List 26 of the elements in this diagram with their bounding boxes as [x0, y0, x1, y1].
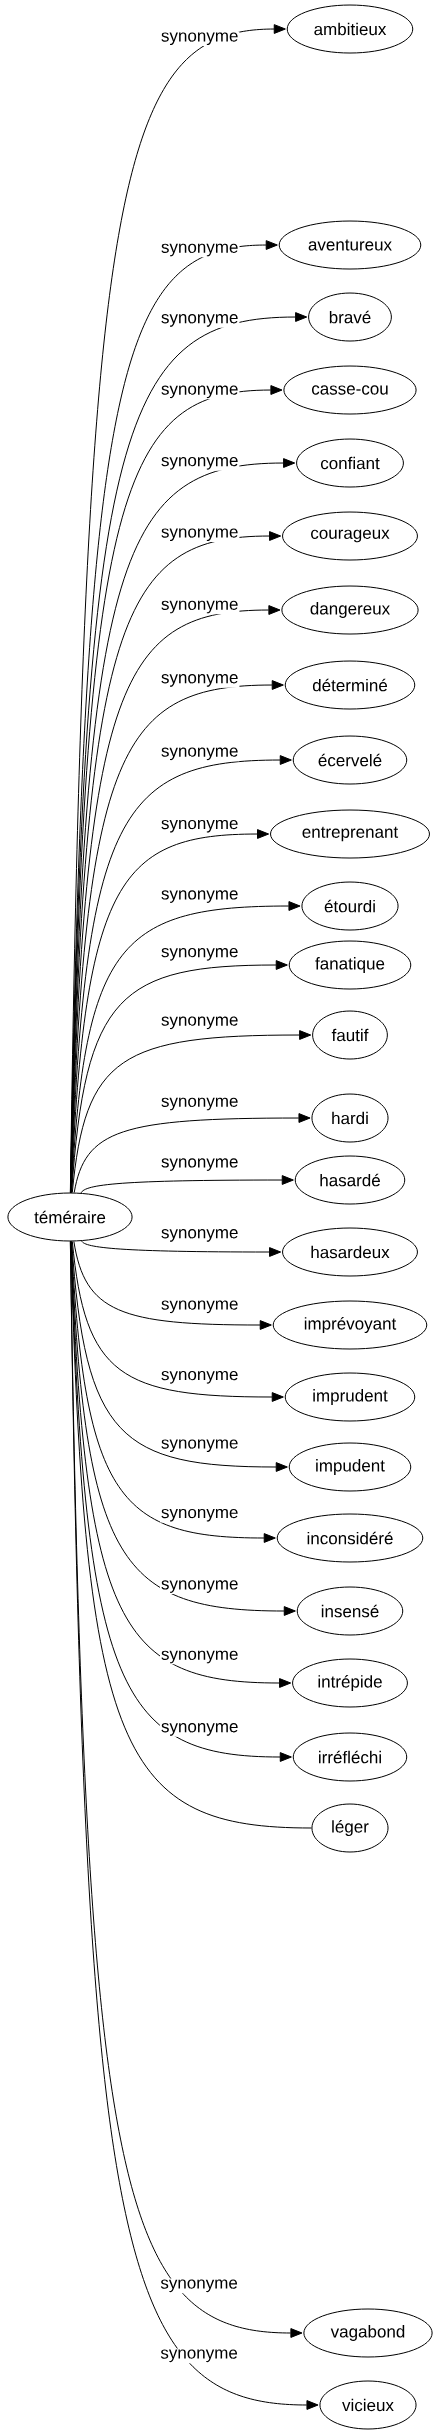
edge-label: synonyme	[159, 31, 240, 47]
edge-label: synonyme	[159, 2278, 239, 2294]
arrow	[71, 960, 288, 1193]
arrow	[73, 1240, 272, 1330]
edge-label: synonyme	[159, 889, 240, 904]
arrow	[71, 1241, 284, 1402]
edge-label: synonyme	[159, 2348, 239, 2364]
edge-label: synonyme	[159, 1438, 240, 1454]
edge-label: synonyme	[159, 313, 240, 328]
edge-label: synonyme	[159, 673, 240, 688]
edge-label: synonyme	[159, 527, 240, 543]
edge-label: synonyme	[159, 1157, 240, 1172]
edge-label: synonyme	[159, 1722, 240, 1737]
edge-label: synonyme	[159, 1228, 240, 1243]
edge-label: synonyme	[159, 1299, 240, 1315]
arrow	[70, 755, 292, 1193]
arrow	[71, 1241, 288, 1472]
edge-label: synonyme	[159, 384, 240, 400]
arrow	[70, 829, 270, 1193]
arrow	[80, 1175, 294, 1194]
arrow	[71, 1030, 312, 1194]
arrow	[81, 1240, 282, 1257]
edge-label: synonyme	[159, 746, 240, 762]
edge-label: synonyme	[159, 1015, 240, 1031]
edge-label: synonyme	[159, 1579, 240, 1594]
arrow	[73, 1113, 311, 1194]
